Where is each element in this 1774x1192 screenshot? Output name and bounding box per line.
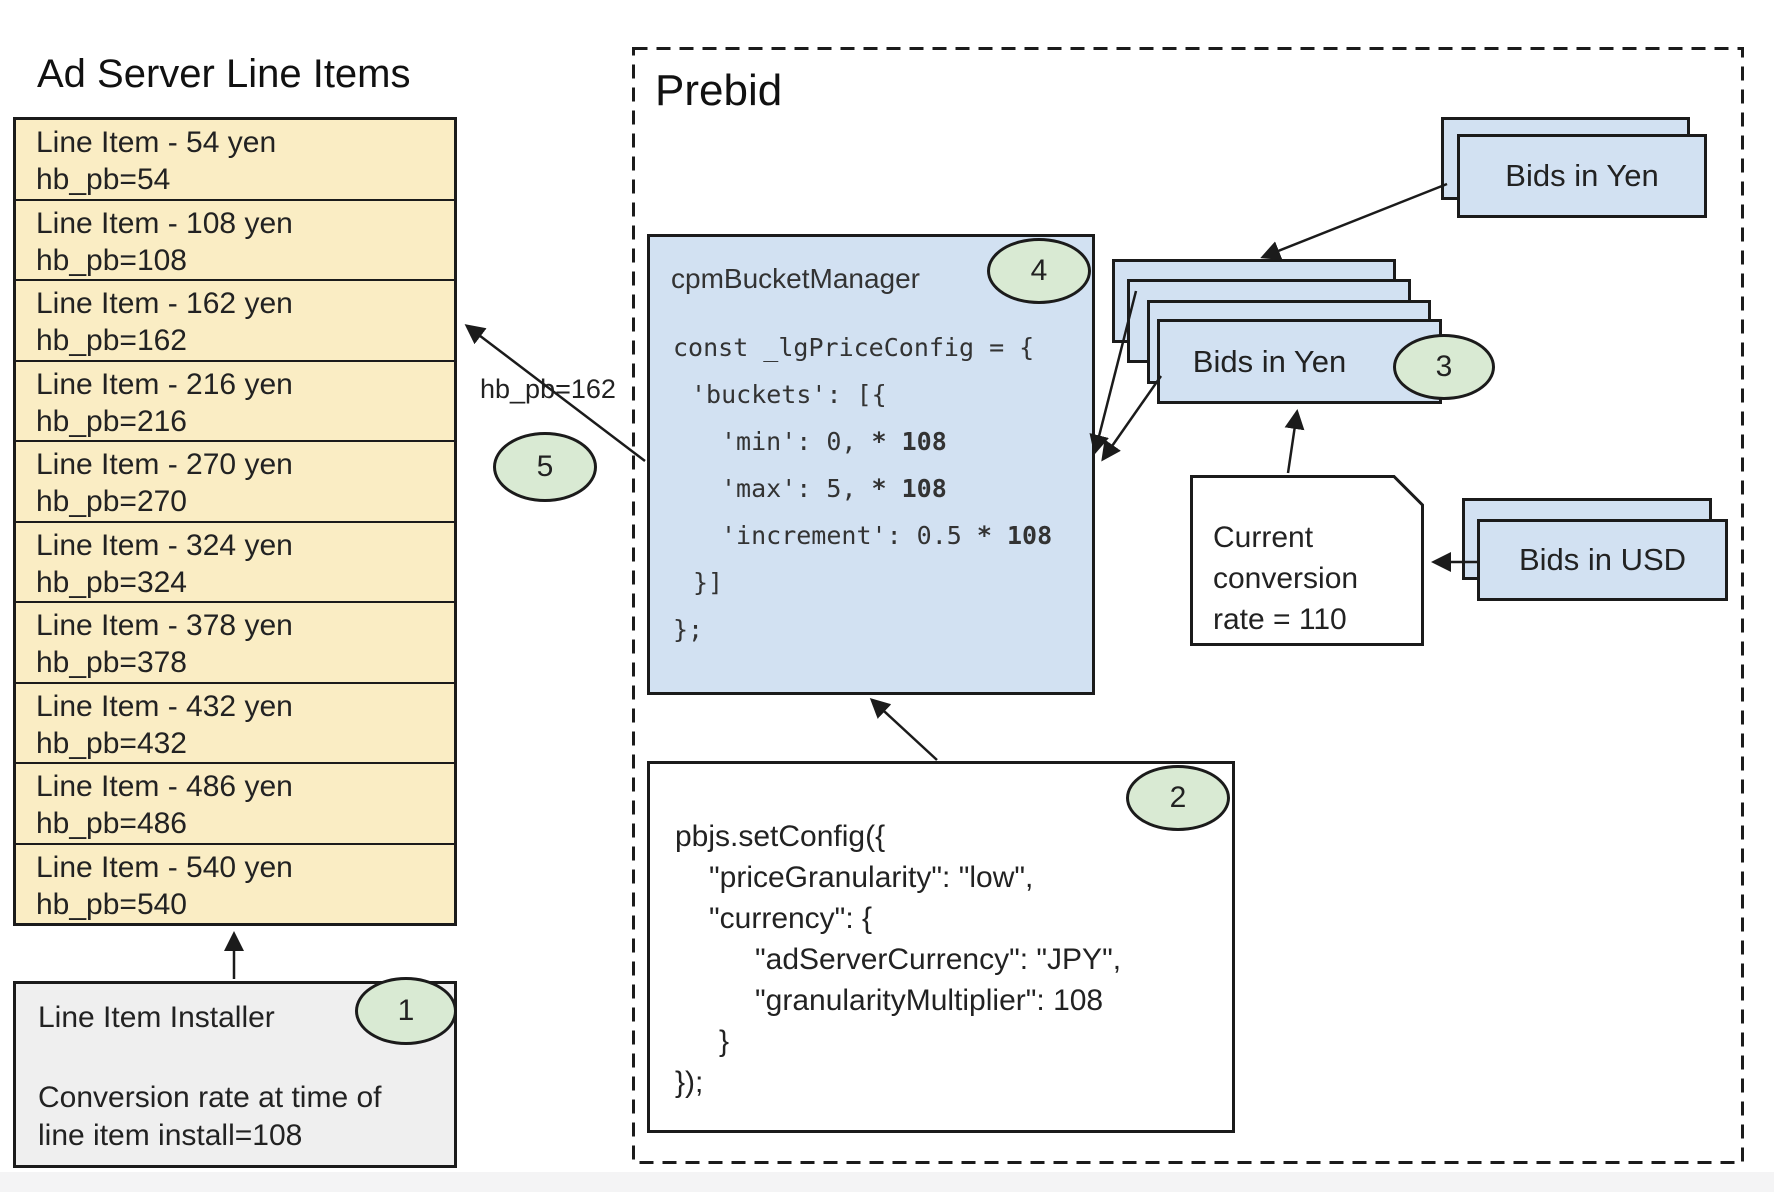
setconfig-code-line: pbjs.setConfig({ bbox=[675, 820, 886, 853]
conversion-note-line1: Current bbox=[1213, 521, 1314, 554]
installer-conversion-line2: line item install=108 bbox=[38, 1119, 303, 1152]
bids-in-usd-card-front: Bids in USD bbox=[1477, 519, 1728, 601]
cpm-code-line: 'max': 5, * 108 bbox=[721, 474, 947, 503]
conversion-note-line2: conversion bbox=[1213, 562, 1359, 595]
ad-server-line-items-title: Ad Server Line Items bbox=[37, 52, 411, 96]
bids-in-yen-incoming-card-front: Bids in Yen bbox=[1457, 134, 1707, 218]
step-badge-5: 5 bbox=[493, 432, 597, 502]
arrow-yen-stack-to-cpm-2 bbox=[1101, 375, 1163, 462]
page-bottom-edge bbox=[0, 1172, 1774, 1192]
setconfig-code-line: }); bbox=[675, 1066, 704, 1099]
step-badge-2: 2 bbox=[1126, 765, 1230, 831]
cpm-code-line: 'min': 0, * 108 bbox=[721, 427, 947, 456]
setconfig-code-line: "priceGranularity": "low", bbox=[709, 861, 1034, 894]
cpm-code-line: 'buckets': [{ bbox=[691, 380, 887, 409]
bids-in-usd-label: Bids in USD bbox=[1518, 542, 1687, 577]
conversion-note-line3: rate = 110 bbox=[1213, 603, 1347, 636]
step-badge-1: 1 bbox=[355, 977, 457, 1045]
setconfig-code-line: "adServerCurrency": "JPY", bbox=[755, 943, 1122, 976]
step-badge-3: 3 bbox=[1393, 334, 1495, 400]
cpm-code-line: }; bbox=[673, 615, 704, 644]
hb-pb-arrow-label: hb_pb=162 bbox=[480, 374, 616, 404]
prebid-title: Prebid bbox=[655, 66, 783, 115]
setconfig-code-line: } bbox=[719, 1025, 730, 1058]
installer-conversion-line1: Conversion rate at time of bbox=[38, 1081, 382, 1114]
bids-in-yen-converted-label: Bids in Yen bbox=[1192, 343, 1347, 379]
step-badge-4: 4 bbox=[987, 238, 1091, 304]
cpm-code-line: 'increment': 0.5 * 108 bbox=[721, 521, 1053, 550]
bids-in-yen-incoming-label: Bids in Yen bbox=[1505, 158, 1659, 193]
setconfig-code-line: "granularityMultiplier": 108 bbox=[755, 984, 1104, 1017]
arrow-setconfig-to-cpm bbox=[869, 697, 938, 761]
current-conversion-rate-note: Current conversion rate = 110 bbox=[1190, 475, 1424, 646]
setconfig-code-line: "currency": { bbox=[709, 902, 873, 935]
cpm-bucket-manager-code: const _lgPriceConfig = { 'buckets': [{ 'mi… bbox=[673, 333, 1092, 662]
arrow-incoming-yen-to-converted bbox=[1260, 182, 1448, 261]
cpm-code-line: const _lgPriceConfig = { bbox=[673, 333, 1035, 362]
arrow-note-to-yen-stack bbox=[1284, 409, 1305, 474]
cpm-code-line: }] bbox=[693, 568, 724, 597]
installer-title: Line Item Installer bbox=[38, 1001, 275, 1034]
